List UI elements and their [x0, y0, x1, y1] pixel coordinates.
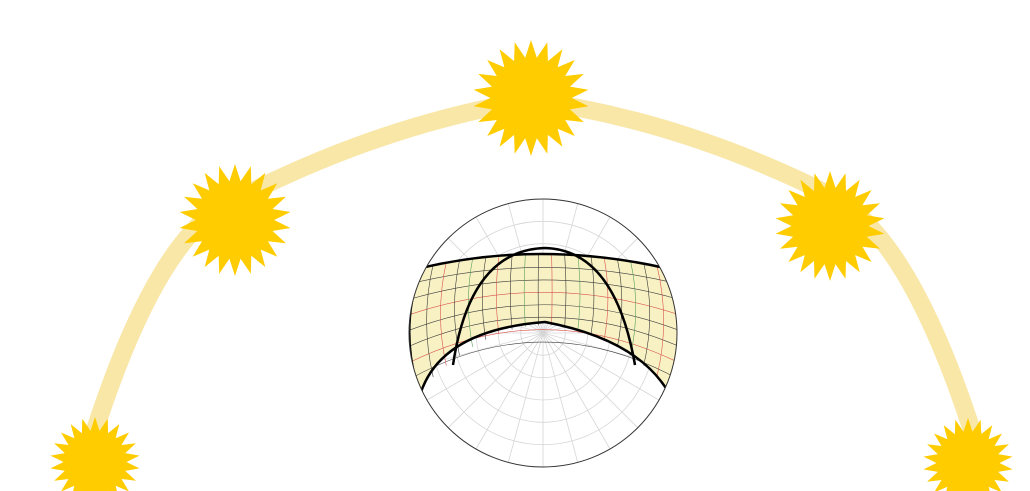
- sun-core: [64, 431, 126, 491]
- mesh-line: [509, 255, 513, 330]
- grid-spoke: [542, 332, 579, 463]
- sky-dome-outline: [408, 198, 678, 468]
- mesh-line: [409, 304, 677, 332]
- band-inner-arc: [451, 246, 637, 366]
- sun-icon: [923, 418, 1013, 491]
- mesh-line: [590, 256, 595, 334]
- grid-spoke: [426, 332, 544, 401]
- sky-dome: [408, 198, 678, 468]
- sun-icon: [50, 417, 140, 491]
- sun-core: [937, 432, 999, 491]
- mesh-line: [409, 292, 677, 316]
- sun-icon: [179, 164, 291, 276]
- grid-spoke: [507, 332, 544, 463]
- mesh-line: [656, 264, 664, 378]
- sun-core: [792, 188, 868, 264]
- grid-spoke: [475, 332, 544, 450]
- sun-icon: [473, 40, 589, 156]
- mesh-line: [603, 257, 609, 340]
- mesh-line: [409, 279, 677, 301]
- mesh-line: [617, 259, 623, 347]
- grid-spoke: [542, 332, 660, 401]
- grid-spoke: [447, 332, 544, 429]
- grid-spoke: [542, 332, 611, 450]
- sun-icon: [775, 171, 885, 281]
- mesh-line: [482, 257, 487, 340]
- mesh-line: [643, 262, 650, 366]
- suns: [50, 40, 1013, 491]
- mesh-line: [551, 255, 553, 326]
- mesh-line: [577, 255, 581, 330]
- grid-spoke: [542, 332, 639, 429]
- mesh-line: [523, 255, 526, 327]
- mesh-line: [440, 262, 447, 366]
- mesh-line: [409, 316, 677, 348]
- sun-core: [491, 58, 571, 138]
- mesh-line: [564, 255, 567, 327]
- mesh-line: [426, 264, 434, 378]
- sun-core: [196, 181, 274, 259]
